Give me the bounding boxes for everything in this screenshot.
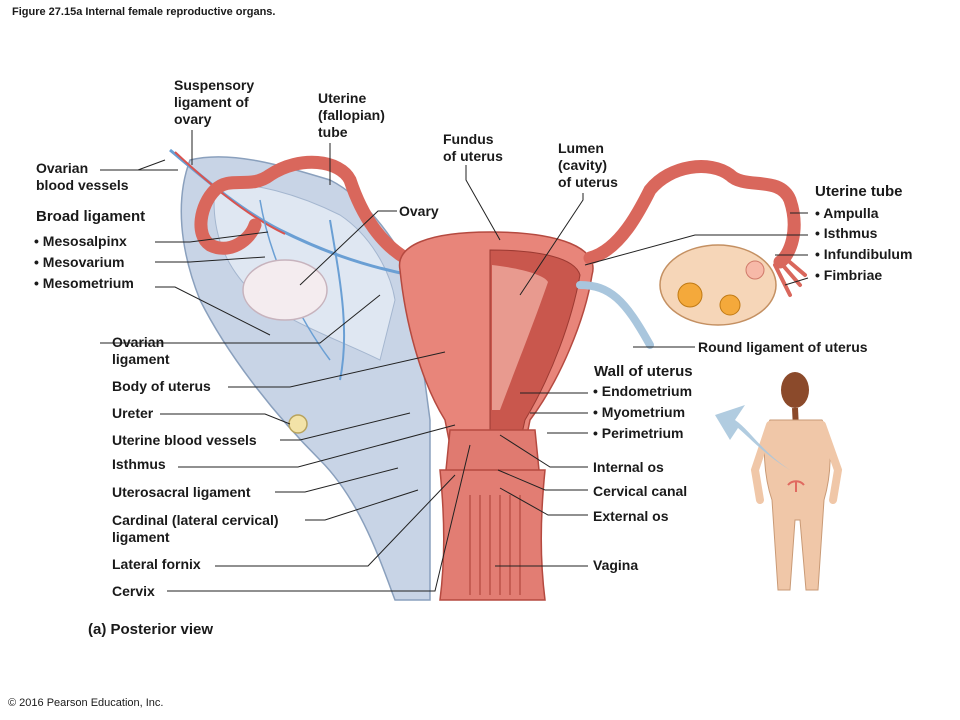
body-orientation-figure — [750, 372, 843, 591]
label-fimbriae: • Fimbriae — [815, 267, 883, 283]
label-broad-ligament: Broad ligament — [36, 208, 146, 225]
uterine-lumen — [492, 265, 548, 410]
label-cardinal-ligament: Cardinal (lateral cervical) ligament — [112, 512, 279, 545]
left-uterine-tube — [194, 155, 427, 272]
label-ovarian-ligament: Ovarian ligament — [112, 334, 170, 367]
round-ligament — [576, 281, 654, 349]
right-ovary — [659, 244, 777, 326]
ureter-cross-section — [288, 414, 308, 434]
label-external-os: External os — [593, 508, 669, 524]
vaginal-rugae — [469, 495, 521, 595]
copyright: © 2016 Pearson Education, Inc. — [8, 697, 164, 709]
caption-tag: (a) — [88, 621, 107, 638]
label-fundus: Fundus of uterus — [443, 131, 503, 164]
figure-title: Figure 27.15a Internal female reproducti… — [12, 6, 276, 18]
label-isthmus-tube: • Isthmus — [815, 225, 878, 241]
leader-lines — [100, 130, 809, 592]
label-uterine-blood-vessels: Uterine blood vessels — [112, 432, 257, 448]
label-cervical-canal: Cervical canal — [593, 483, 688, 499]
follicle-2 — [719, 294, 741, 316]
label-wall-of-uterus: Wall of uterus — [594, 363, 693, 380]
label-myometrium: • Myometrium — [593, 404, 686, 420]
label-mesosalpinx: • Mesosalpinx — [34, 233, 127, 249]
vagina — [439, 469, 546, 601]
right-uterine-tube — [583, 160, 801, 269]
label-uterine-tube-header: Uterine tube — [815, 183, 903, 200]
figure-caption: (a) Posterior view — [88, 621, 213, 638]
label-ovarian-blood-vessels: Ovarian blood vessels — [36, 160, 129, 193]
caption-text: Posterior view — [110, 621, 214, 638]
label-mesovarium: • Mesovarium — [34, 254, 125, 270]
label-ureter: Ureter — [112, 405, 154, 421]
label-lumen: Lumen (cavity) of uterus — [558, 140, 618, 190]
label-isthmus-uterus: Isthmus — [112, 456, 166, 472]
follicle-1 — [677, 282, 703, 308]
label-mesometrium: • Mesometrium — [34, 275, 134, 291]
label-uterine-fallopian-tube: Uterine (fallopian) tube — [318, 90, 385, 140]
label-endometrium: • Endometrium — [593, 383, 693, 399]
view-direction-arrow — [715, 405, 790, 470]
label-ovary: Ovary — [399, 203, 439, 219]
label-perimetrium: • Perimetrium — [593, 425, 684, 441]
left-ovary — [242, 259, 328, 321]
label-lateral-fornix: Lateral fornix — [112, 556, 201, 572]
fimbriae — [773, 256, 807, 297]
ovarian-vessel-red — [174, 151, 286, 235]
label-ampulla: • Ampulla — [815, 205, 879, 221]
label-infundibulum: • Infundibulum — [815, 246, 913, 262]
label-uterosacral-ligament: Uterosacral ligament — [112, 484, 251, 500]
label-cervix: Cervix — [112, 583, 155, 599]
label-internal-os: Internal os — [593, 459, 664, 475]
label-round-ligament: Round ligament of uterus — [698, 339, 868, 355]
label-body-of-uterus: Body of uterus — [112, 378, 211, 394]
follicle-3 — [745, 260, 765, 280]
vessel-branch-1 — [329, 219, 346, 381]
label-suspensory-ligament: Suspensory ligament of ovary — [174, 77, 255, 127]
label-vagina: Vagina — [593, 557, 639, 573]
